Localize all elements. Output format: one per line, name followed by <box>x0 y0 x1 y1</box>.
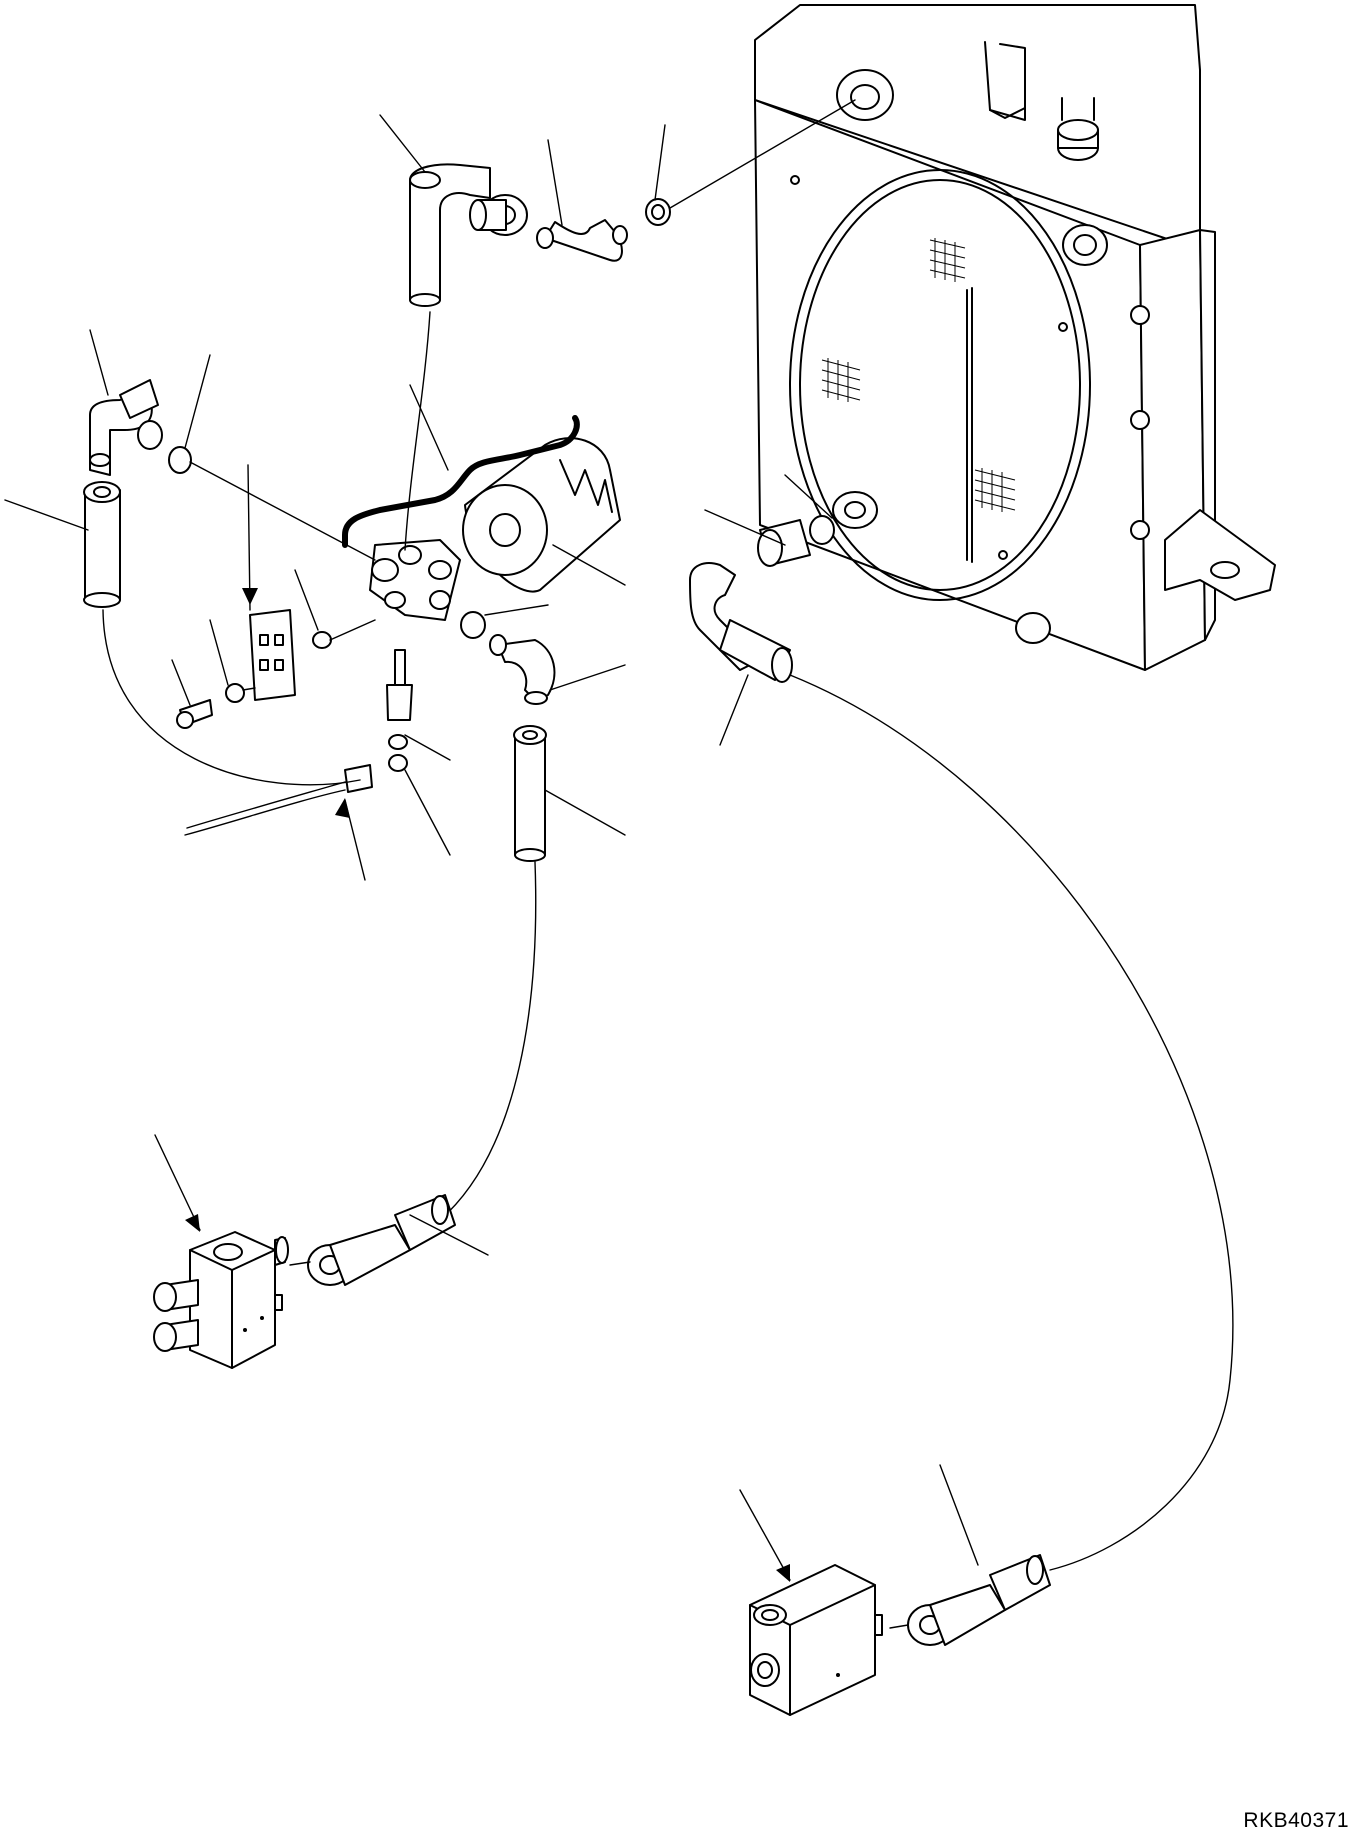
lower-left-valve <box>153 1194 456 1369</box>
filter-assembly <box>176 437 621 836</box>
filter-group-bracket <box>342 415 580 548</box>
leader-arrowheads <box>185 588 790 1582</box>
radiator-lower-hose <box>689 515 835 683</box>
lower-right-valve <box>749 1554 1051 1716</box>
left-hose-assembly <box>83 379 192 608</box>
drawing-code: RKB40371 <box>1243 1809 1349 1832</box>
upper-hose-assembly <box>409 163 671 307</box>
right-elbow-assembly <box>460 611 556 862</box>
radiator-assembly <box>754 4 1276 671</box>
